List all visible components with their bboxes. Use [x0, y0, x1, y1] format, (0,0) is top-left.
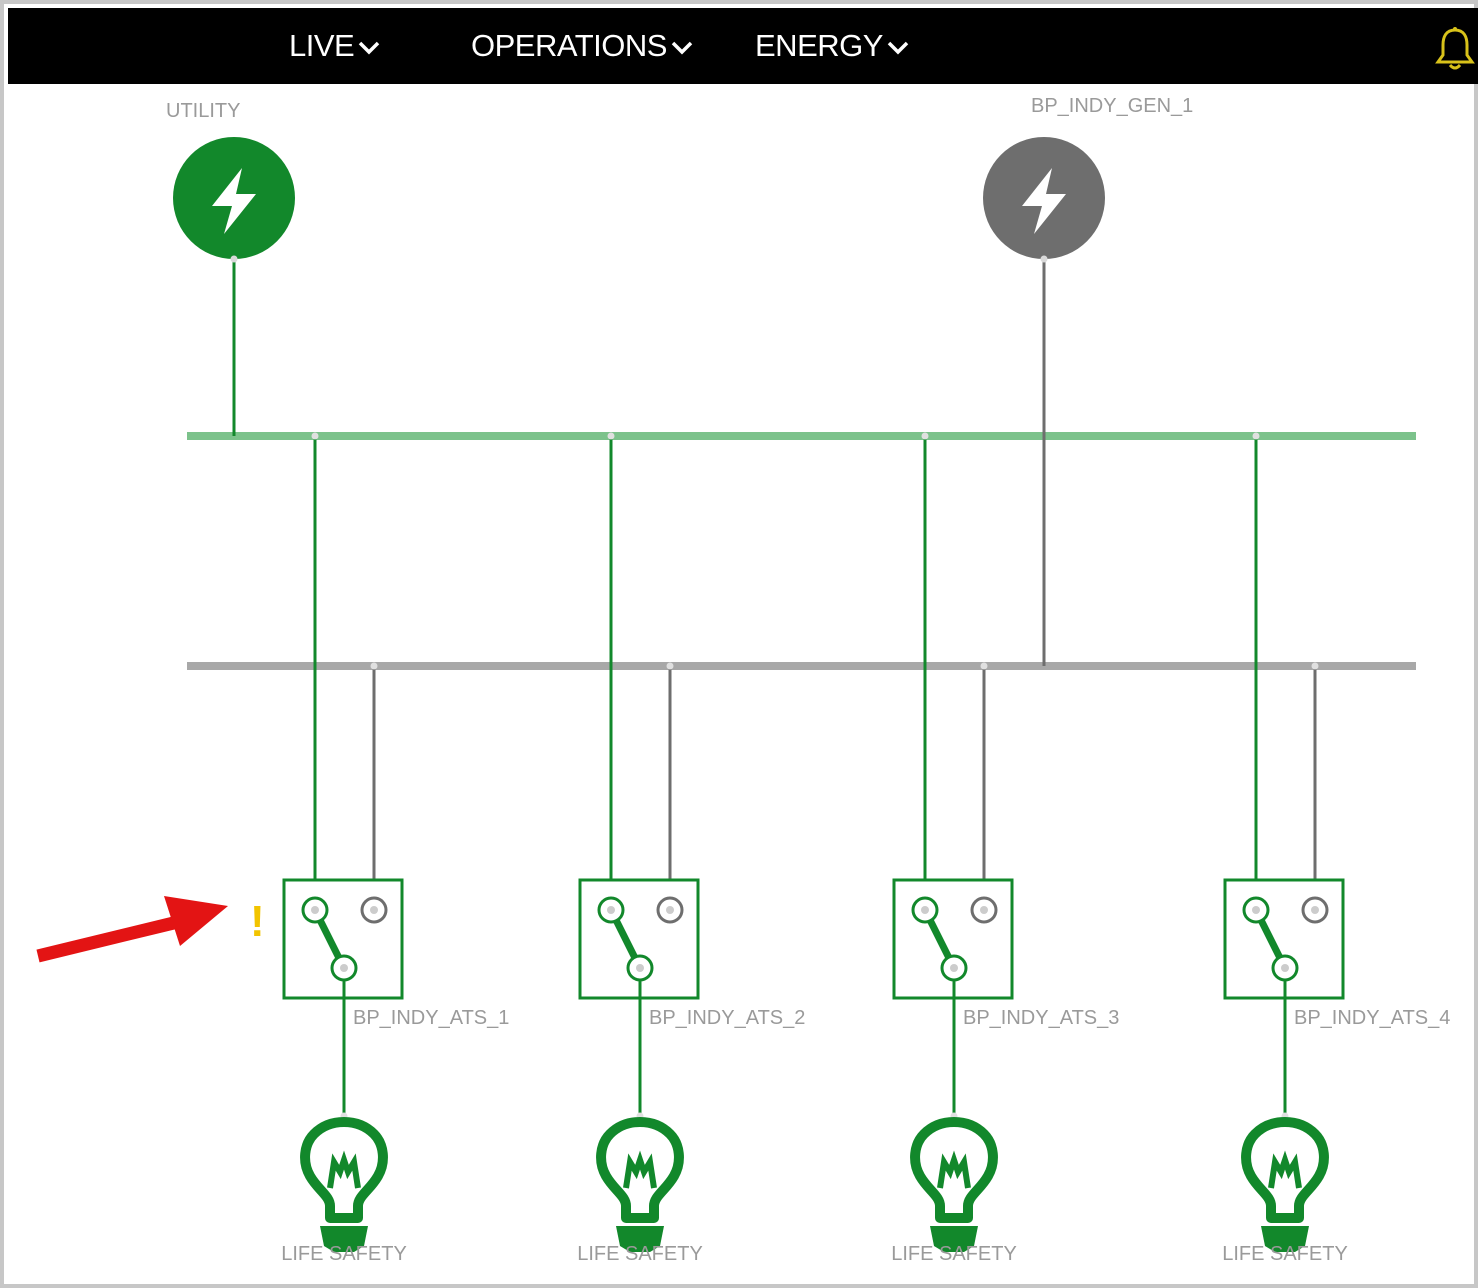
load-label: LIFE SAFETY — [1222, 1243, 1348, 1265]
generator-source[interactable] — [983, 137, 1105, 263]
bus-tap — [666, 662, 674, 670]
bus-tap — [311, 432, 319, 440]
utility-source[interactable] — [173, 137, 295, 263]
load-label: LIFE SAFETY — [281, 1243, 407, 1265]
load-label: LIFE SAFETY — [577, 1243, 703, 1265]
nav-live[interactable]: LIVE — [289, 28, 380, 64]
bus-tap — [921, 432, 929, 440]
utility-label: UTILITY — [166, 100, 240, 122]
nav-live-label: LIVE — [289, 28, 355, 63]
light-bulb-icon — [305, 1122, 383, 1252]
annotation-arrow-icon — [36, 896, 228, 963]
nav-operations-label: OPERATIONS — [471, 28, 667, 63]
ats-label: BP_INDY_ATS_3 — [963, 1007, 1119, 1029]
nav-energy[interactable]: ENERGY — [755, 28, 909, 64]
generator-label: BP_INDY_GEN_1 — [1031, 95, 1193, 117]
light-bulb-icon — [1246, 1122, 1324, 1252]
load-life-safety[interactable]: LIFE SAFETY — [281, 1122, 407, 1265]
bell-icon[interactable] — [1434, 26, 1476, 72]
chevron-down-icon — [358, 41, 380, 55]
light-bulb-icon — [601, 1122, 679, 1252]
top-navigation-bar: LIVE OPERATIONS ENERGY — [8, 8, 1478, 84]
load-life-safety[interactable]: LIFE SAFETY — [891, 1122, 1017, 1265]
transfer-switch[interactable] — [1223, 878, 1345, 1000]
bus-tap — [370, 662, 378, 670]
load-life-safety[interactable]: LIFE SAFETY — [577, 1122, 703, 1265]
chevron-down-icon — [671, 41, 693, 55]
ats-label: BP_INDY_ATS_4 — [1294, 1007, 1450, 1029]
bus-tap — [607, 432, 615, 440]
transfer-switch[interactable] — [578, 878, 700, 1000]
light-bulb-icon — [915, 1122, 993, 1252]
bus-tap — [980, 662, 988, 670]
warning-indicator[interactable]: ! — [250, 897, 265, 946]
transfer-switch[interactable] — [282, 878, 404, 1000]
nav-energy-label: ENERGY — [755, 28, 883, 63]
ats-label: BP_INDY_ATS_2 — [649, 1007, 805, 1029]
load-label: LIFE SAFETY — [891, 1243, 1017, 1265]
load-life-safety[interactable]: LIFE SAFETY — [1222, 1122, 1348, 1265]
bus-tap — [1311, 662, 1319, 670]
bus-tap — [1252, 432, 1260, 440]
nav-operations[interactable]: OPERATIONS — [471, 28, 693, 64]
transfer-switch[interactable] — [892, 878, 1014, 1000]
ats-label: BP_INDY_ATS_1 — [353, 1007, 509, 1029]
chevron-down-icon — [887, 41, 909, 55]
